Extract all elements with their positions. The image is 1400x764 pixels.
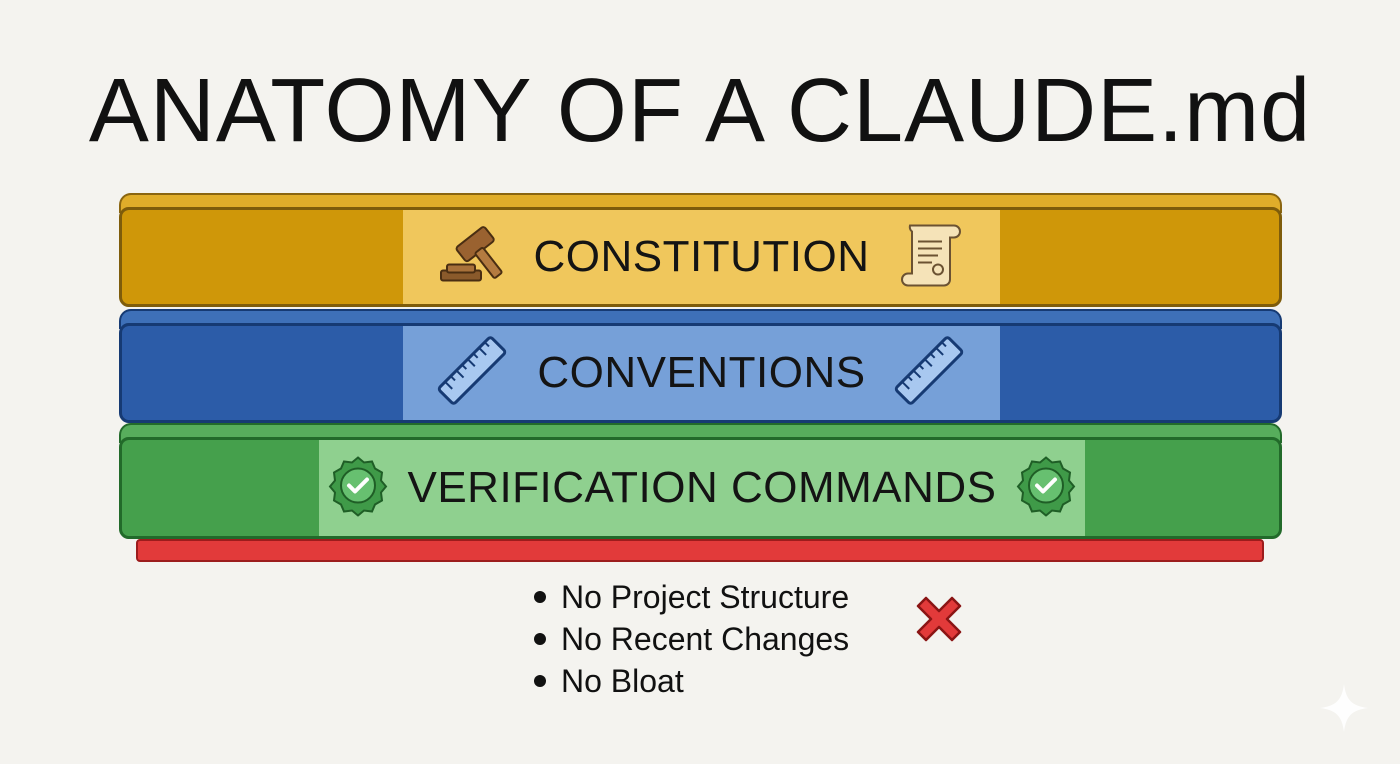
list-item: No Recent Changes: [530, 618, 849, 660]
ruler-icon: [431, 330, 513, 417]
exclusion-list: No Project Structure No Recent Changes N…: [530, 576, 849, 702]
layer-constitution: CONSTITUTION: [119, 193, 1282, 307]
layer-face: CONSTITUTION: [119, 207, 1282, 307]
check-badge-icon: [327, 455, 389, 522]
layer-conventions: CONVENTIONS: [119, 309, 1282, 423]
layer-face: CONVENTIONS: [119, 323, 1282, 423]
sparkle-icon: [1318, 682, 1370, 739]
layer-face: VERIFICATION COMMANDS: [119, 437, 1282, 539]
list-item: No Project Structure: [530, 576, 849, 618]
scroll-icon: [898, 220, 968, 295]
layer-verification-commands: VERIFICATION COMMANDS: [119, 423, 1282, 539]
layer-label: VERIFICATION COMMANDS: [407, 463, 997, 512]
exclusion-text: No Recent Changes: [561, 621, 850, 657]
diagram-title: ANATOMY OF A CLAUDE.md: [88, 61, 1312, 161]
ruler-icon: [888, 330, 970, 417]
exclusion-bar: [136, 539, 1264, 562]
check-badge-icon: [1015, 455, 1077, 522]
label-band: CONSTITUTION: [403, 210, 1000, 304]
exclusion-text: No Bloat: [561, 663, 684, 699]
label-band: VERIFICATION COMMANDS: [319, 440, 1085, 536]
list-item: No Bloat: [530, 660, 849, 702]
bullet-icon: [534, 633, 546, 645]
exclusion-text: No Project Structure: [561, 579, 850, 615]
label-band: CONVENTIONS: [403, 326, 1000, 420]
red-x-icon: [912, 592, 966, 651]
gavel-icon: [437, 223, 509, 292]
bullet-icon: [534, 675, 546, 687]
layer-label: CONVENTIONS: [537, 348, 866, 397]
layer-label: CONSTITUTION: [533, 232, 870, 281]
bullet-icon: [534, 591, 546, 603]
